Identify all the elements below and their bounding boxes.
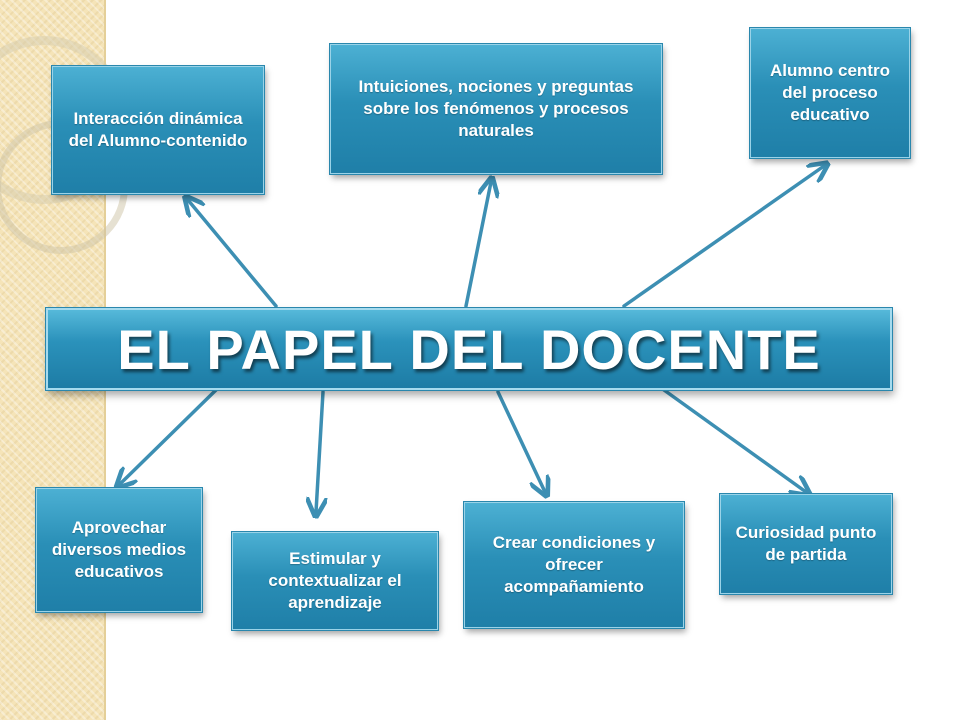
node-interaccion-text: Interacción dinámica del Alumno-contenid… xyxy=(68,108,248,150)
arrow-to-alumno xyxy=(622,166,824,308)
node-intuiciones: Intuiciones, nociones y preguntas sobre … xyxy=(330,44,662,174)
node-curiosidad: Curiosidad punto de partida xyxy=(720,494,892,594)
arrow-to-estimular xyxy=(316,390,323,512)
node-aprovechar-text: Aprovechar diversos medios educativos xyxy=(51,517,187,582)
arrow-to-intuiciones xyxy=(464,182,491,308)
arrow-to-interaccion xyxy=(188,200,278,308)
arrow-to-crear xyxy=(496,390,545,492)
node-aprovechar: Aprovechar diversos medios educativos xyxy=(36,488,202,612)
node-intuiciones-text: Intuiciones, nociones y preguntas sobre … xyxy=(358,76,634,141)
node-curiosidad-text: Curiosidad punto de partida xyxy=(735,522,877,564)
node-estimular: Estimular y contextualizar el aprendizaj… xyxy=(232,532,438,630)
central-title: EL PAPEL DEL DOCENTE xyxy=(117,317,821,381)
node-crear-text: Crear condiciones y ofrecer acompañamien… xyxy=(492,532,656,597)
node-alumno-text: Alumno centro del proceso educativo xyxy=(770,60,890,125)
arrow-to-aprovechar xyxy=(120,388,218,484)
node-estimular-text: Estimular y contextualizar el aprendizaj… xyxy=(268,548,402,613)
node-crear: Crear condiciones y ofrecer acompañamien… xyxy=(464,502,684,628)
central-node: EL PAPEL DEL DOCENTE xyxy=(46,308,892,390)
node-alumno: Alumno centro del proceso educativo xyxy=(750,28,910,158)
arrow-to-curiosidad xyxy=(662,388,806,492)
node-interaccion: Interacción dinámica del Alumno-contenid… xyxy=(52,66,264,194)
